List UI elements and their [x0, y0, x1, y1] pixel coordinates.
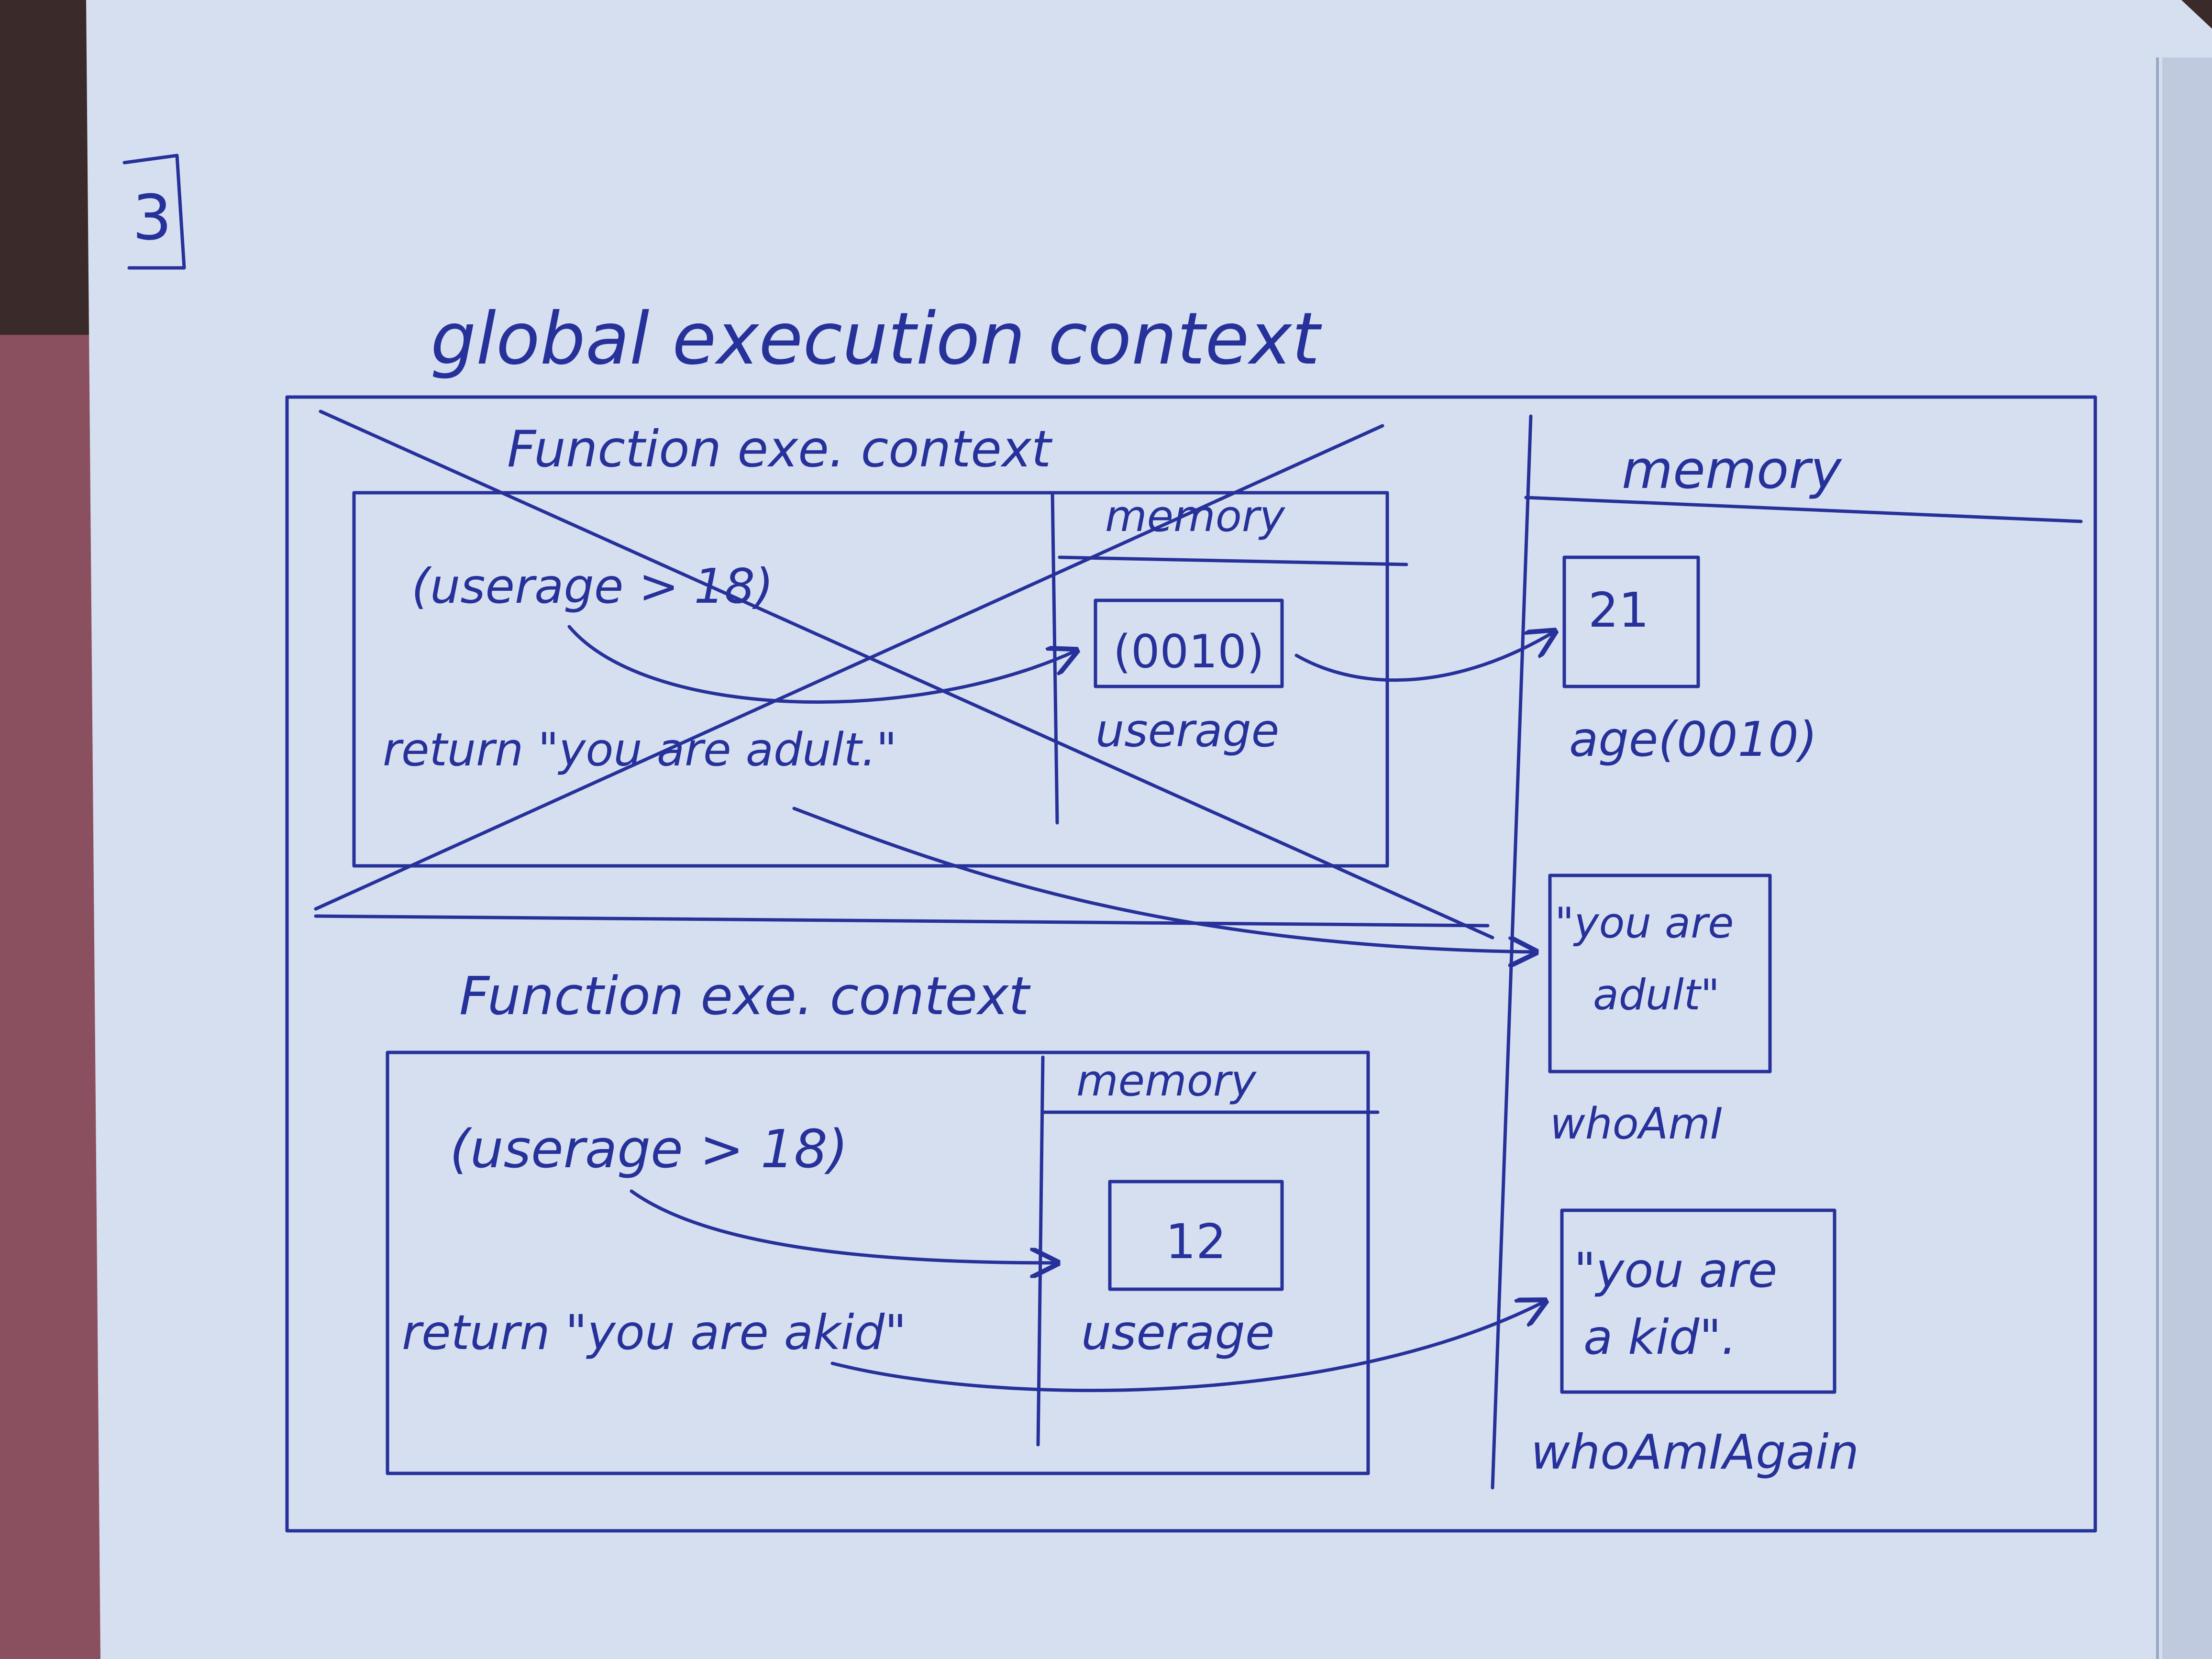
global-slot-3-value-line-2: a kid". — [1583, 1309, 1736, 1365]
global-slot-1-label: age(0010) — [1569, 711, 1817, 767]
fc2-memory-value: 12 — [1165, 1214, 1226, 1270]
fc2-condition: (userage > 18) — [450, 1118, 848, 1180]
global-slot-3-label: whoAmIAgain — [1531, 1424, 1859, 1480]
global-memory-header-line — [1524, 496, 2083, 523]
function-context-2-box — [386, 1051, 1370, 1475]
global-slot-2-value-line-1: "you are — [1555, 898, 1734, 948]
page-number-box — [122, 154, 186, 270]
fc1-title: Function exe. context — [507, 420, 1053, 478]
fc2-memory-label: userage — [1081, 1305, 1274, 1360]
fc1-memory-label: userage — [1095, 705, 1279, 757]
fc1-memory-slot — [1094, 598, 1284, 688]
notebook-page — [86, 0, 2212, 1659]
diagram-title: global execution context — [431, 298, 1322, 381]
fc1-underline — [314, 914, 1490, 928]
fc2-return: return "you are akid" — [402, 1305, 907, 1360]
arrow-fc1-memory-to-global-age — [1294, 631, 1555, 682]
arrow-fc2-param-to-memory — [630, 1189, 1057, 1263]
arrow-fc1-return-to-whoami — [792, 807, 1536, 952]
global-slot-2-value-line-2: adult" — [1593, 970, 1720, 1019]
arrow-fc2-return-to-whoamiagain — [830, 1301, 1545, 1392]
global-slot-1-value: 21 — [1588, 582, 1649, 638]
fc2-memory-slot — [1108, 1180, 1284, 1291]
fc1-cross-line-2 — [314, 424, 1384, 911]
page-right-edge — [2162, 57, 2212, 1659]
global-slot-3-value-line-1: "you are — [1574, 1242, 1777, 1298]
fc2-title: Function exe. context — [459, 965, 1031, 1027]
arrow-fc1-param-to-memory — [567, 625, 1076, 704]
fc1-memory-value: (0010) — [1113, 626, 1264, 678]
fc1-memory-header-line — [1058, 555, 1408, 566]
fc1-cross-line-1 — [319, 409, 1494, 940]
global-slot-2-label: whoAmI — [1550, 1099, 1723, 1149]
global-context-box — [285, 395, 2097, 1533]
global-memory-header: memory — [1622, 439, 1843, 500]
fc1-condition: (userage > 18) — [411, 558, 774, 614]
global-slot-2 — [1548, 874, 1772, 1073]
fc2-memory-header: memory — [1076, 1056, 1257, 1106]
fc1-return: return "you are adult." — [383, 724, 897, 776]
fc1-memory-header: memory — [1105, 491, 1286, 542]
global-slot-1 — [1562, 555, 1700, 688]
global-slot-3 — [1560, 1208, 1836, 1394]
page-number: 3 — [133, 181, 172, 254]
